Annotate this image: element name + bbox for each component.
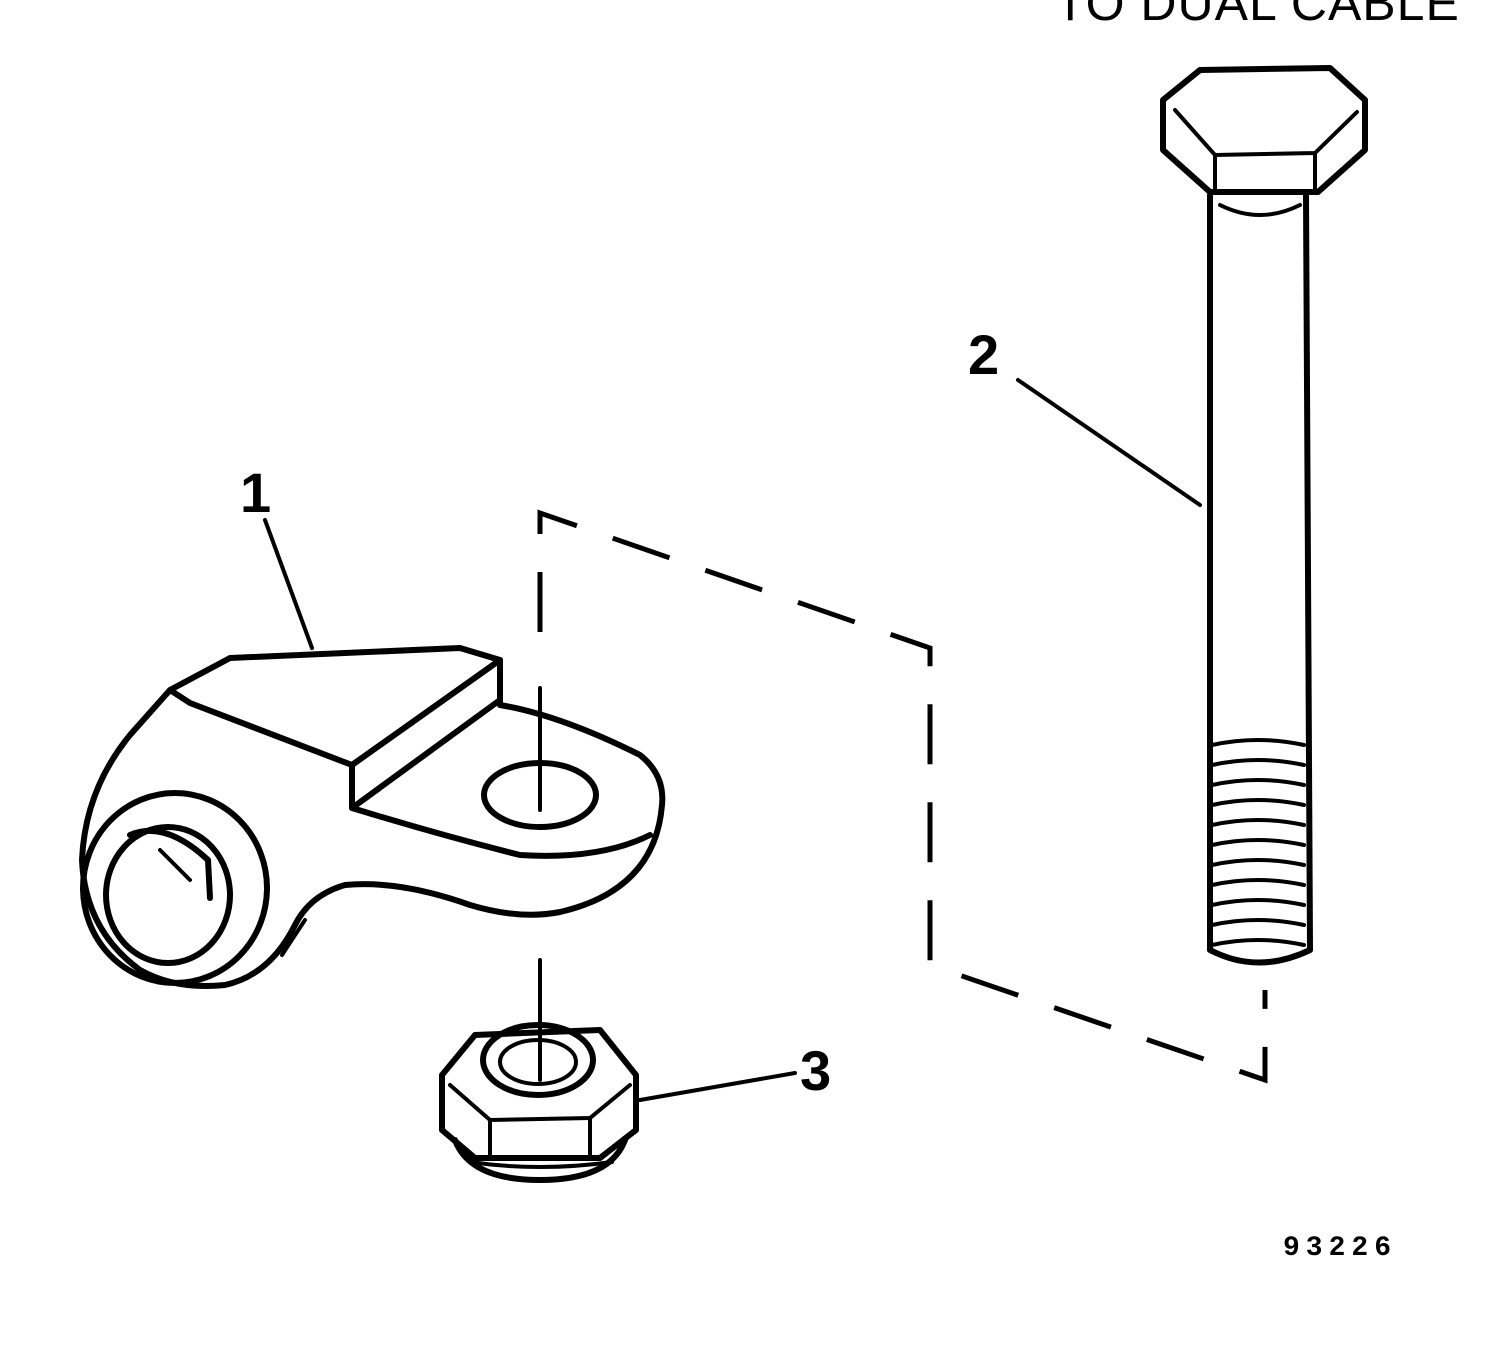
assembly-lines xyxy=(537,509,1268,1084)
figure-id: 93226 xyxy=(1283,1233,1397,1264)
header-text: TO DUAL CABLE xyxy=(1055,0,1460,31)
callout-number-3: 3 xyxy=(800,1039,831,1102)
bracket xyxy=(79,645,666,989)
bolt-threads xyxy=(1210,738,1306,947)
callout-leaders xyxy=(263,378,1202,1102)
callout-number-1: 1 xyxy=(240,461,271,524)
callout-number-2: 2 xyxy=(968,323,999,386)
bolt xyxy=(1160,65,1368,966)
